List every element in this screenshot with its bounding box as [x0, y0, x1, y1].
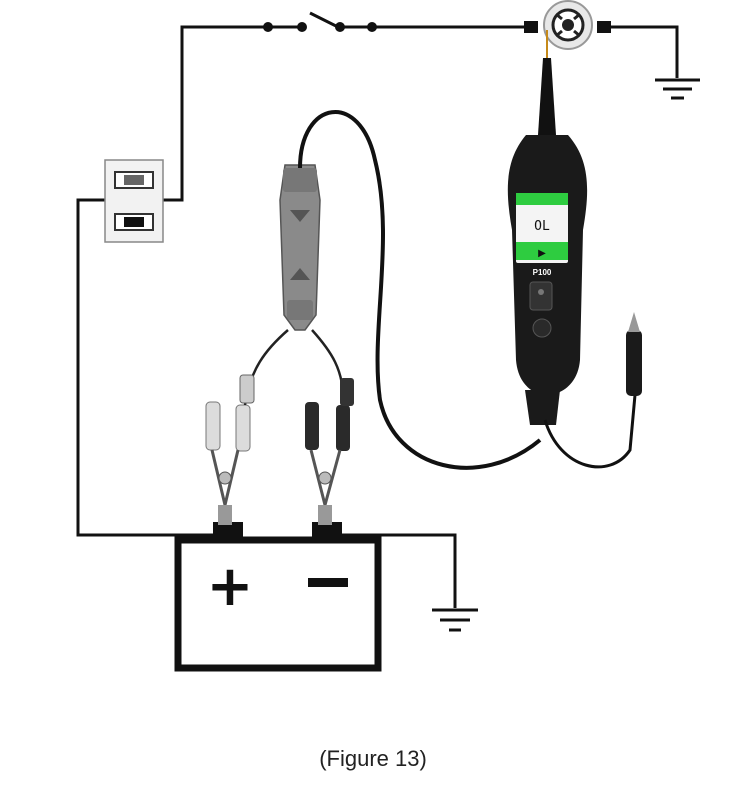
battery-positive-symbol: +: [207, 554, 254, 619]
alligator-clip-icon: [305, 402, 350, 525]
tester-rocker-switch[interactable]: [529, 281, 553, 311]
clip-leads: [243, 329, 345, 406]
cable-connector: [279, 164, 321, 331]
power-probe-icon: OL ▶ P100: [507, 135, 588, 425]
ground-symbol-icon: [432, 608, 478, 632]
battery-negative-symbol: [308, 578, 348, 587]
battery-icon: +: [174, 522, 382, 672]
alligator-clip-icon: [205, 401, 251, 525]
alligator-clip-icon: [626, 312, 642, 396]
tester-cable: [298, 110, 542, 470]
circuit-wires: [76, 25, 679, 608]
clip-sleeve: [239, 374, 255, 404]
tester-play-icon: ▶: [538, 248, 546, 259]
tester-button[interactable]: [532, 318, 552, 338]
probe-tip: [538, 30, 556, 135]
tester-display-reading: OL: [534, 219, 550, 234]
switch-icon: [263, 11, 377, 32]
tester-model-label: P100: [533, 268, 552, 277]
clip-sleeve: [340, 378, 354, 406]
figure-caption: (Figure 13): [319, 746, 427, 771]
ground-symbol-icon: [655, 78, 700, 100]
bulb-icon: [524, 0, 611, 50]
fuse-icon: [104, 159, 164, 243]
ground-lead: [543, 394, 637, 469]
